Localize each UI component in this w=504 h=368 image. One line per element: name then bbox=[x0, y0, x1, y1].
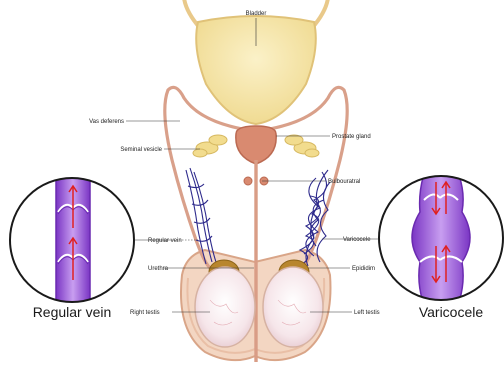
label-varicocele: Varicocele bbox=[343, 237, 371, 243]
label-urethra: Urethra bbox=[148, 266, 169, 272]
label-regular-vein: Regular vein bbox=[148, 238, 182, 244]
label-epididymis: Epididim bbox=[352, 266, 375, 272]
label-right-testis: Right testis bbox=[130, 310, 160, 316]
right-testis bbox=[195, 267, 255, 347]
label-seminal-vesicle: Seminal vesicle bbox=[120, 147, 162, 153]
label-left-testis: Left testis bbox=[354, 310, 380, 316]
prostate-gland bbox=[236, 126, 276, 164]
label-vas-deferens: Vas deferens bbox=[89, 119, 124, 125]
regular-vein-inset bbox=[10, 170, 134, 310]
varicocele-plexus bbox=[298, 170, 330, 266]
varicocele-inset bbox=[379, 168, 503, 310]
left-testis bbox=[263, 267, 323, 347]
label-bulbourethral: Bulbouratral bbox=[328, 179, 360, 185]
label-prostate-gland: Prostate gland bbox=[332, 134, 371, 140]
label-bladder: Bladder bbox=[246, 11, 267, 17]
caption-regular-vein: Regular vein bbox=[33, 304, 112, 320]
caption-varicocele: Varicocele bbox=[419, 304, 484, 320]
